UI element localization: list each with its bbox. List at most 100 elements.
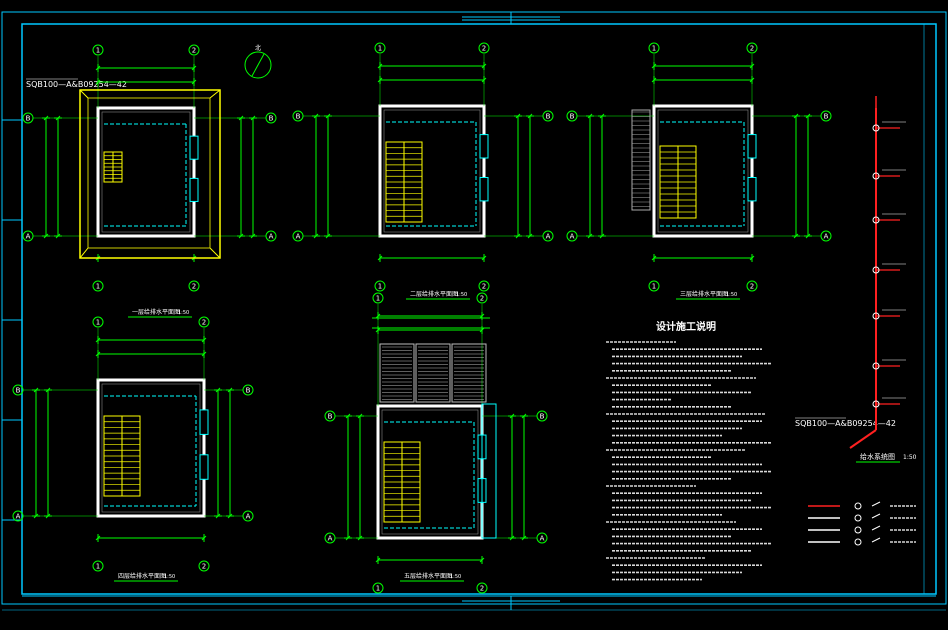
plan-fourth-floor-walls xyxy=(96,378,206,518)
window xyxy=(199,409,209,435)
valve-icon xyxy=(872,266,880,274)
north-arrow-icon: 北 xyxy=(244,44,272,79)
svg-text:2: 2 xyxy=(480,295,484,303)
axis-bubble-b-right: B xyxy=(265,112,277,124)
window xyxy=(199,454,209,480)
riser-branch xyxy=(872,263,906,274)
svg-text:B: B xyxy=(296,113,301,121)
window xyxy=(189,135,199,160)
svg-text:1: 1 xyxy=(96,563,100,571)
axis-bubble-1-bottom: 1 xyxy=(92,280,104,292)
axis-bubble-a-right: A xyxy=(242,510,254,522)
svg-text:A: A xyxy=(246,513,251,521)
riser-branch xyxy=(872,169,906,180)
axis-bubble-b-right: B xyxy=(242,384,254,396)
roof-panel xyxy=(379,343,415,403)
axis-bubble-2: 2 xyxy=(478,42,490,54)
svg-text:1: 1 xyxy=(96,283,100,291)
svg-text:B: B xyxy=(540,413,545,421)
roof-panel xyxy=(415,343,451,403)
svg-text:1: 1 xyxy=(652,283,656,291)
svg-text:B: B xyxy=(246,387,251,395)
legend-symbol-icon xyxy=(854,526,862,534)
axis-bubble-a: A xyxy=(292,230,304,242)
plan-scale: 1:50 xyxy=(178,310,189,316)
legend xyxy=(808,501,916,546)
water-system-riser: 给水系统图 1:50 xyxy=(849,96,917,463)
axis-bubble-b: B xyxy=(566,110,578,122)
svg-text:2: 2 xyxy=(750,45,754,53)
svg-text:1: 1 xyxy=(378,283,382,291)
svg-text:B: B xyxy=(16,387,21,395)
svg-text:B: B xyxy=(269,115,274,123)
axis-bubble-1: 1 xyxy=(374,42,386,54)
plan-title: 二层给排水平面图 xyxy=(410,290,458,298)
axis-bubble-1: 1 xyxy=(92,316,104,328)
legend-row xyxy=(808,501,916,510)
svg-text:北: 北 xyxy=(255,44,261,52)
svg-text:A: A xyxy=(570,233,575,241)
design-notes: 设计施工说明 xyxy=(606,320,772,581)
plan-scale: 1:50 xyxy=(450,574,461,580)
svg-text:1: 1 xyxy=(376,585,380,593)
axis-bubble-2-bottom: 2 xyxy=(188,280,200,292)
plan-third-floor-walls xyxy=(652,104,754,238)
axis-bubble-a: A xyxy=(22,230,34,242)
svg-text:B: B xyxy=(328,413,333,421)
axis-bubble-1: 1 xyxy=(648,42,660,54)
svg-text:A: A xyxy=(26,233,31,241)
svg-text:A: A xyxy=(296,233,301,241)
model-code-label: SQB100—A&B09254—42 xyxy=(26,80,127,89)
svg-text:B: B xyxy=(824,113,829,121)
axis-bubble-1: 1 xyxy=(92,44,104,56)
axis-bubble-1-bottom: 1 xyxy=(372,582,384,594)
svg-text:1: 1 xyxy=(378,45,382,53)
riser-branch xyxy=(872,213,906,224)
plan-fifth-floor-walls xyxy=(376,404,484,540)
plan-title: 三层给排水平面图 xyxy=(680,290,728,298)
axis-bubble-a-right: A xyxy=(265,230,277,242)
window xyxy=(479,134,489,159)
window xyxy=(747,134,757,159)
plan-title: 一层给排水平面图 xyxy=(132,308,180,316)
axis-bubble-1-bottom: 1 xyxy=(92,560,104,572)
svg-text:A: A xyxy=(540,535,545,543)
valve-icon xyxy=(872,216,880,224)
axis-bubble-1-bottom: 1 xyxy=(648,280,660,292)
riser-branch xyxy=(872,121,906,132)
svg-text:1: 1 xyxy=(376,295,380,303)
valve-icon xyxy=(872,400,880,408)
valve-icon xyxy=(872,362,880,370)
notes-heading: 设计施工说明 xyxy=(656,320,716,333)
axis-bubble-b-right: B xyxy=(542,110,554,122)
svg-text:A: A xyxy=(16,513,21,521)
exterior-stair xyxy=(631,109,651,211)
legend-row xyxy=(808,537,916,546)
riser-branch xyxy=(872,397,906,408)
svg-text:2: 2 xyxy=(202,319,206,327)
legend-symbol-icon xyxy=(854,538,862,546)
svg-text:1: 1 xyxy=(96,319,100,327)
plan-title: 五层给排水平面图 xyxy=(404,572,452,580)
svg-text:1: 1 xyxy=(652,45,656,53)
svg-text:B: B xyxy=(546,113,551,121)
axis-bubble-1-bottom: 1 xyxy=(374,280,386,292)
axis-bubble-a-right: A xyxy=(536,532,548,544)
drawing-frame xyxy=(1,11,947,611)
riser-branch xyxy=(872,309,906,320)
axis-bubble-2-bottom: 2 xyxy=(476,582,488,594)
axis-bubble-b-right: B xyxy=(820,110,832,122)
axis-bubble-b: B xyxy=(292,110,304,122)
window xyxy=(189,177,199,202)
axis-bubble-2: 2 xyxy=(188,44,200,56)
axis-bubble-2-bottom: 2 xyxy=(478,280,490,292)
axis-bubble-a-right: A xyxy=(820,230,832,242)
valve-icon xyxy=(872,172,880,180)
plan-first-floor-walls xyxy=(96,106,196,238)
axis-bubble-1: 1 xyxy=(372,292,384,304)
